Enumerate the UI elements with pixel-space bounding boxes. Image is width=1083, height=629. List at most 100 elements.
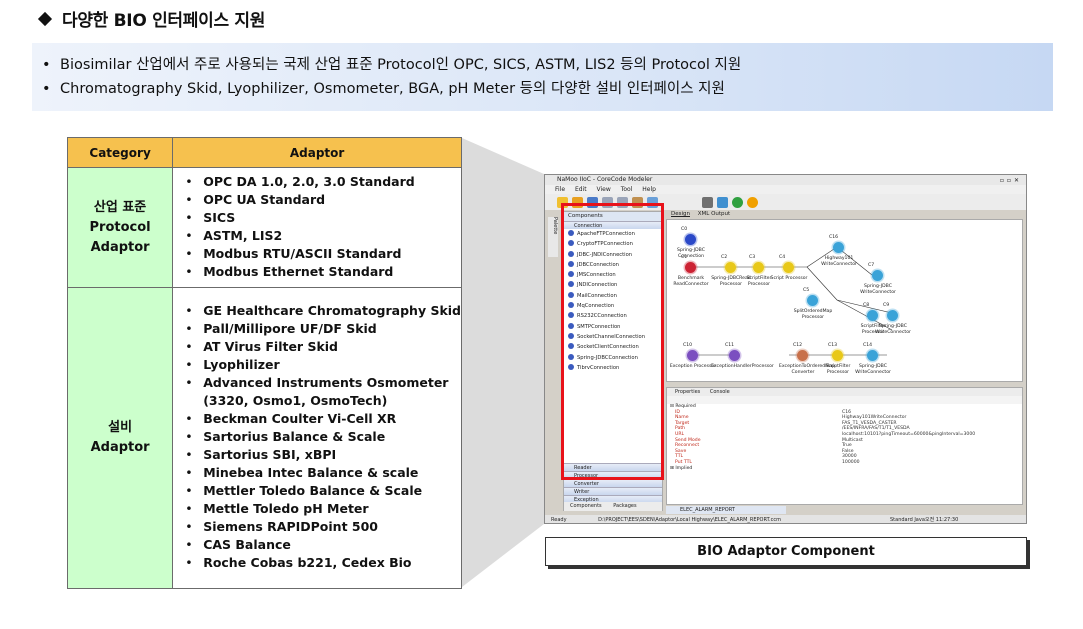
components-header: Components bbox=[564, 212, 662, 221]
open-icon[interactable] bbox=[572, 196, 583, 208]
file-tab[interactable]: ELEC_ALARM_REPORT bbox=[666, 506, 786, 514]
menu-view[interactable]: View bbox=[596, 186, 611, 193]
connection-group[interactable]: Connection bbox=[564, 221, 662, 229]
adaptor-list: GE Healthcare Chromatography Skid Pall/M… bbox=[185, 302, 461, 572]
adaptor-item: ASTM, LIS2 bbox=[185, 227, 461, 245]
tab-console[interactable]: Console bbox=[709, 389, 730, 395]
connection-icon bbox=[568, 240, 574, 247]
build-icon[interactable] bbox=[702, 196, 713, 208]
category-processor[interactable]: Processor bbox=[564, 471, 662, 479]
component-item[interactable]: ApacheFTPConnection bbox=[564, 229, 662, 239]
component-item[interactable]: CryptoFTPConnection bbox=[564, 239, 662, 249]
flow-node-id: C7 bbox=[868, 263, 875, 268]
component-item[interactable]: JDBC-JNDIConnection bbox=[564, 250, 662, 260]
flow-node[interactable] bbox=[729, 350, 740, 361]
flow-node[interactable] bbox=[797, 350, 808, 361]
flow-node[interactable] bbox=[807, 295, 818, 306]
menu-edit[interactable]: Edit bbox=[574, 186, 587, 193]
adaptor-item: Sartorius Balance & Scale bbox=[185, 428, 461, 446]
component-item[interactable]: Spring-JDBCConnection bbox=[564, 353, 662, 363]
tab-packages[interactable]: Packages bbox=[613, 503, 637, 509]
category-converter[interactable]: Converter bbox=[564, 479, 662, 487]
category-cell: 산업 표준 Protocol Adaptor bbox=[66, 167, 174, 288]
tab-xml-output[interactable]: XML Output bbox=[697, 211, 731, 217]
paste-icon[interactable] bbox=[632, 196, 643, 208]
flow-node[interactable] bbox=[687, 350, 698, 361]
flow-node[interactable] bbox=[753, 262, 764, 273]
component-item[interactable]: JDBCConnection bbox=[564, 260, 662, 270]
flow-node[interactable] bbox=[832, 350, 843, 361]
component-item[interactable]: MailConnection bbox=[564, 291, 662, 301]
flow-node[interactable] bbox=[872, 270, 883, 281]
menu-tool[interactable]: Tool bbox=[620, 186, 633, 193]
category-reader[interactable]: Reader bbox=[564, 463, 662, 471]
flow-node[interactable] bbox=[725, 262, 736, 273]
flow-node-id: C0 bbox=[681, 227, 688, 232]
category-writer[interactable]: Writer bbox=[564, 487, 662, 495]
warning-icon[interactable] bbox=[747, 196, 758, 208]
cut-icon[interactable] bbox=[602, 196, 613, 208]
palette-side-tab[interactable]: Palette bbox=[548, 217, 558, 257]
export-icon[interactable] bbox=[647, 196, 658, 208]
component-label: CryptoFTPConnection bbox=[577, 241, 633, 248]
component-item[interactable]: MqConnection bbox=[564, 301, 662, 311]
property-value: Multicast bbox=[842, 437, 863, 443]
flow-node[interactable] bbox=[833, 242, 844, 253]
menu-file[interactable]: File bbox=[555, 186, 566, 193]
component-label: JMSConnection bbox=[577, 272, 616, 279]
flow-node-id: C11 bbox=[725, 343, 735, 348]
component-item[interactable]: JNDIConnection bbox=[564, 280, 662, 290]
adaptor-item: Advanced Instruments Osmometer(3320, Osm… bbox=[185, 374, 461, 410]
component-item[interactable]: TibrvConnection bbox=[564, 363, 662, 373]
category-exception[interactable]: Exception bbox=[564, 495, 662, 503]
window-controls[interactable]: ▫▫✕ bbox=[999, 177, 1022, 184]
adaptor-item: OPC UA Standard bbox=[185, 191, 461, 209]
flow-node[interactable] bbox=[887, 310, 898, 321]
window-titlebar: NaMoo IIoC - CoreCode Modeler ▫▫✕ bbox=[545, 175, 1026, 185]
tab-components[interactable]: Components bbox=[570, 503, 602, 509]
group-required[interactable]: ⊟ Required bbox=[670, 404, 696, 409]
deploy-icon[interactable] bbox=[717, 196, 728, 208]
flow-node[interactable] bbox=[685, 262, 696, 273]
property-key: URL bbox=[675, 431, 685, 437]
connection-icon bbox=[568, 291, 574, 298]
connection-icon bbox=[568, 353, 574, 360]
save-icon[interactable] bbox=[587, 196, 598, 208]
tab-properties[interactable]: Properties bbox=[675, 389, 701, 395]
component-item[interactable]: SMTPConnection bbox=[564, 322, 662, 332]
flow-node[interactable] bbox=[685, 234, 696, 245]
flow-node[interactable] bbox=[867, 350, 878, 361]
component-item[interactable]: RS232CConnection bbox=[564, 311, 662, 321]
group-implied[interactable]: ⊞ Implied bbox=[670, 465, 693, 471]
tab-design[interactable]: Design bbox=[671, 211, 690, 217]
component-label: SocketChannelConnection bbox=[577, 333, 646, 340]
property-value: True bbox=[842, 443, 852, 449]
flow-node[interactable] bbox=[867, 310, 878, 321]
status-bar: Ready D:\PROJECT\EES\SDEN\Adaptor\Local … bbox=[545, 515, 1026, 523]
menu-help[interactable]: Help bbox=[642, 186, 656, 193]
copy-icon[interactable] bbox=[617, 196, 628, 208]
adaptor-item: AT Virus Filter Skid bbox=[185, 338, 461, 356]
flow-node[interactable] bbox=[783, 262, 794, 273]
connection-icon bbox=[568, 250, 574, 257]
component-item[interactable]: JMSConnection bbox=[564, 270, 662, 280]
group-required-label: Required bbox=[675, 404, 696, 409]
component-item[interactable]: SocketChannelConnection bbox=[564, 332, 662, 342]
new-icon[interactable] bbox=[557, 196, 568, 208]
component-item[interactable]: SocketClientConnection bbox=[564, 342, 662, 352]
connection-icon bbox=[568, 332, 574, 339]
property-row[interactable]: Path/EES/INFRA/FAS/T1/T1_VESDA bbox=[667, 426, 1022, 432]
component-label: RS232CConnection bbox=[577, 313, 627, 320]
flow-node-id: C5 bbox=[803, 288, 810, 293]
run-icon[interactable] bbox=[732, 196, 743, 208]
